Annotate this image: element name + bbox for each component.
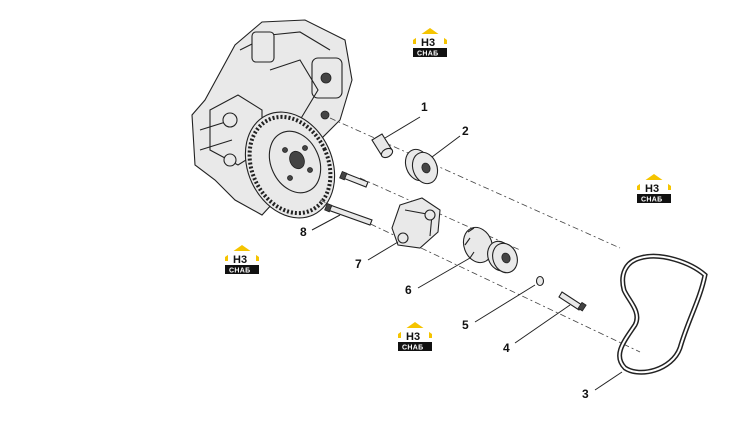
leader-7 xyxy=(367,241,399,261)
callout-2: 2 xyxy=(462,124,469,138)
part-4-bolt xyxy=(558,291,587,312)
leader-4 xyxy=(514,304,571,344)
part-8-bolts xyxy=(324,170,373,226)
part-6-tensioner-pulley xyxy=(462,226,518,274)
svg-text:H3: H3 xyxy=(406,331,420,343)
svg-text:H3: H3 xyxy=(645,183,659,195)
svg-text:СНАБ: СНАБ xyxy=(641,197,662,204)
watermark-logo: H3 СНАБ xyxy=(225,245,259,275)
part-2-idler-pulley xyxy=(404,148,439,185)
leader-1 xyxy=(384,116,421,139)
watermark-logo: H3 СНАБ xyxy=(398,322,432,352)
svg-text:H3: H3 xyxy=(421,37,435,49)
svg-text:H3: H3 xyxy=(233,254,247,266)
callout-3: 3 xyxy=(582,387,589,401)
callout-8: 8 xyxy=(300,225,307,239)
leader-3 xyxy=(594,371,623,391)
callout-5: 5 xyxy=(462,318,469,332)
callout-4: 4 xyxy=(503,341,510,355)
watermark-logo: H3 СНАБ xyxy=(413,28,447,58)
svg-text:СНАБ: СНАБ xyxy=(417,51,438,58)
watermark-logo: H3 СНАБ xyxy=(637,174,671,204)
leader-5 xyxy=(474,284,536,323)
callout-1: 1 xyxy=(421,100,428,114)
part-5-washer xyxy=(535,275,545,287)
leader-6 xyxy=(417,257,471,289)
svg-text:СНАБ: СНАБ xyxy=(229,268,250,275)
callout-7: 7 xyxy=(355,257,362,271)
part-3-belt xyxy=(617,253,708,375)
crank-pulley xyxy=(244,111,336,219)
part-1-spacer xyxy=(371,133,394,159)
svg-text:СНАБ: СНАБ xyxy=(402,345,423,352)
part-7-tensioner-bracket xyxy=(391,197,441,249)
callout-6: 6 xyxy=(405,283,412,297)
leader-2 xyxy=(431,135,461,158)
leader-8 xyxy=(311,214,341,231)
